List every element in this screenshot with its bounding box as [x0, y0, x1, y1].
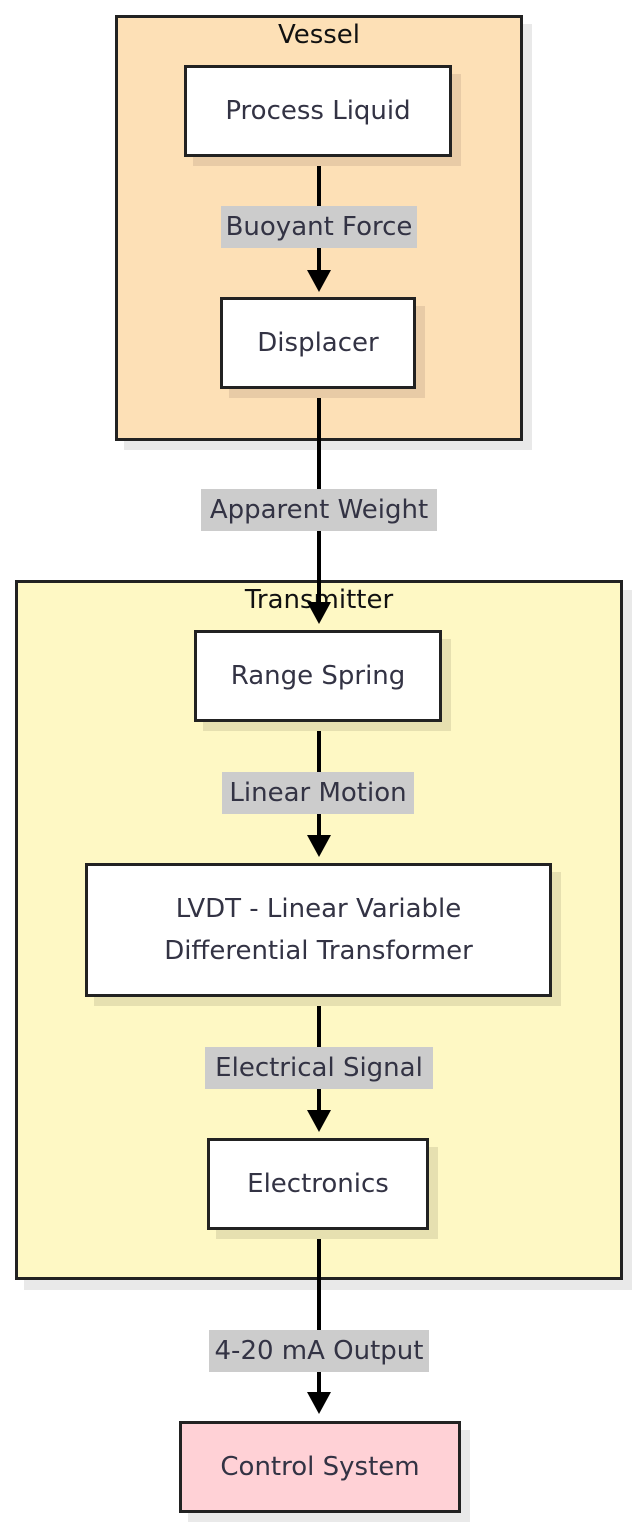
- displacer-node: Displacer: [220, 297, 416, 389]
- arrow-icon: [307, 602, 331, 624]
- edge-label-electrical-signal: Electrical Signal: [205, 1047, 433, 1089]
- edge-label-output: 4-20 mA Output: [209, 1330, 429, 1372]
- arrow-icon: [307, 1392, 331, 1414]
- range-spring-node: Range Spring: [194, 630, 442, 722]
- vessel-group-title: Vessel: [277, 20, 361, 50]
- control-system-node: Control System: [179, 1421, 461, 1513]
- arrow-icon: [307, 835, 331, 857]
- lvdt-node: LVDT - Linear Variable Differential Tran…: [85, 863, 552, 997]
- arrow-icon: [307, 270, 331, 292]
- edge-label-buoyant-force: Buoyant Force: [221, 206, 417, 248]
- process-liquid-node: Process Liquid: [184, 65, 452, 157]
- edge-label-linear-motion: Linear Motion: [222, 772, 414, 814]
- edge-output-line: [317, 1229, 321, 1397]
- electronics-node: Electronics: [207, 1138, 429, 1230]
- edge-label-apparent-weight: Apparent Weight: [201, 489, 437, 531]
- arrow-icon: [307, 1110, 331, 1132]
